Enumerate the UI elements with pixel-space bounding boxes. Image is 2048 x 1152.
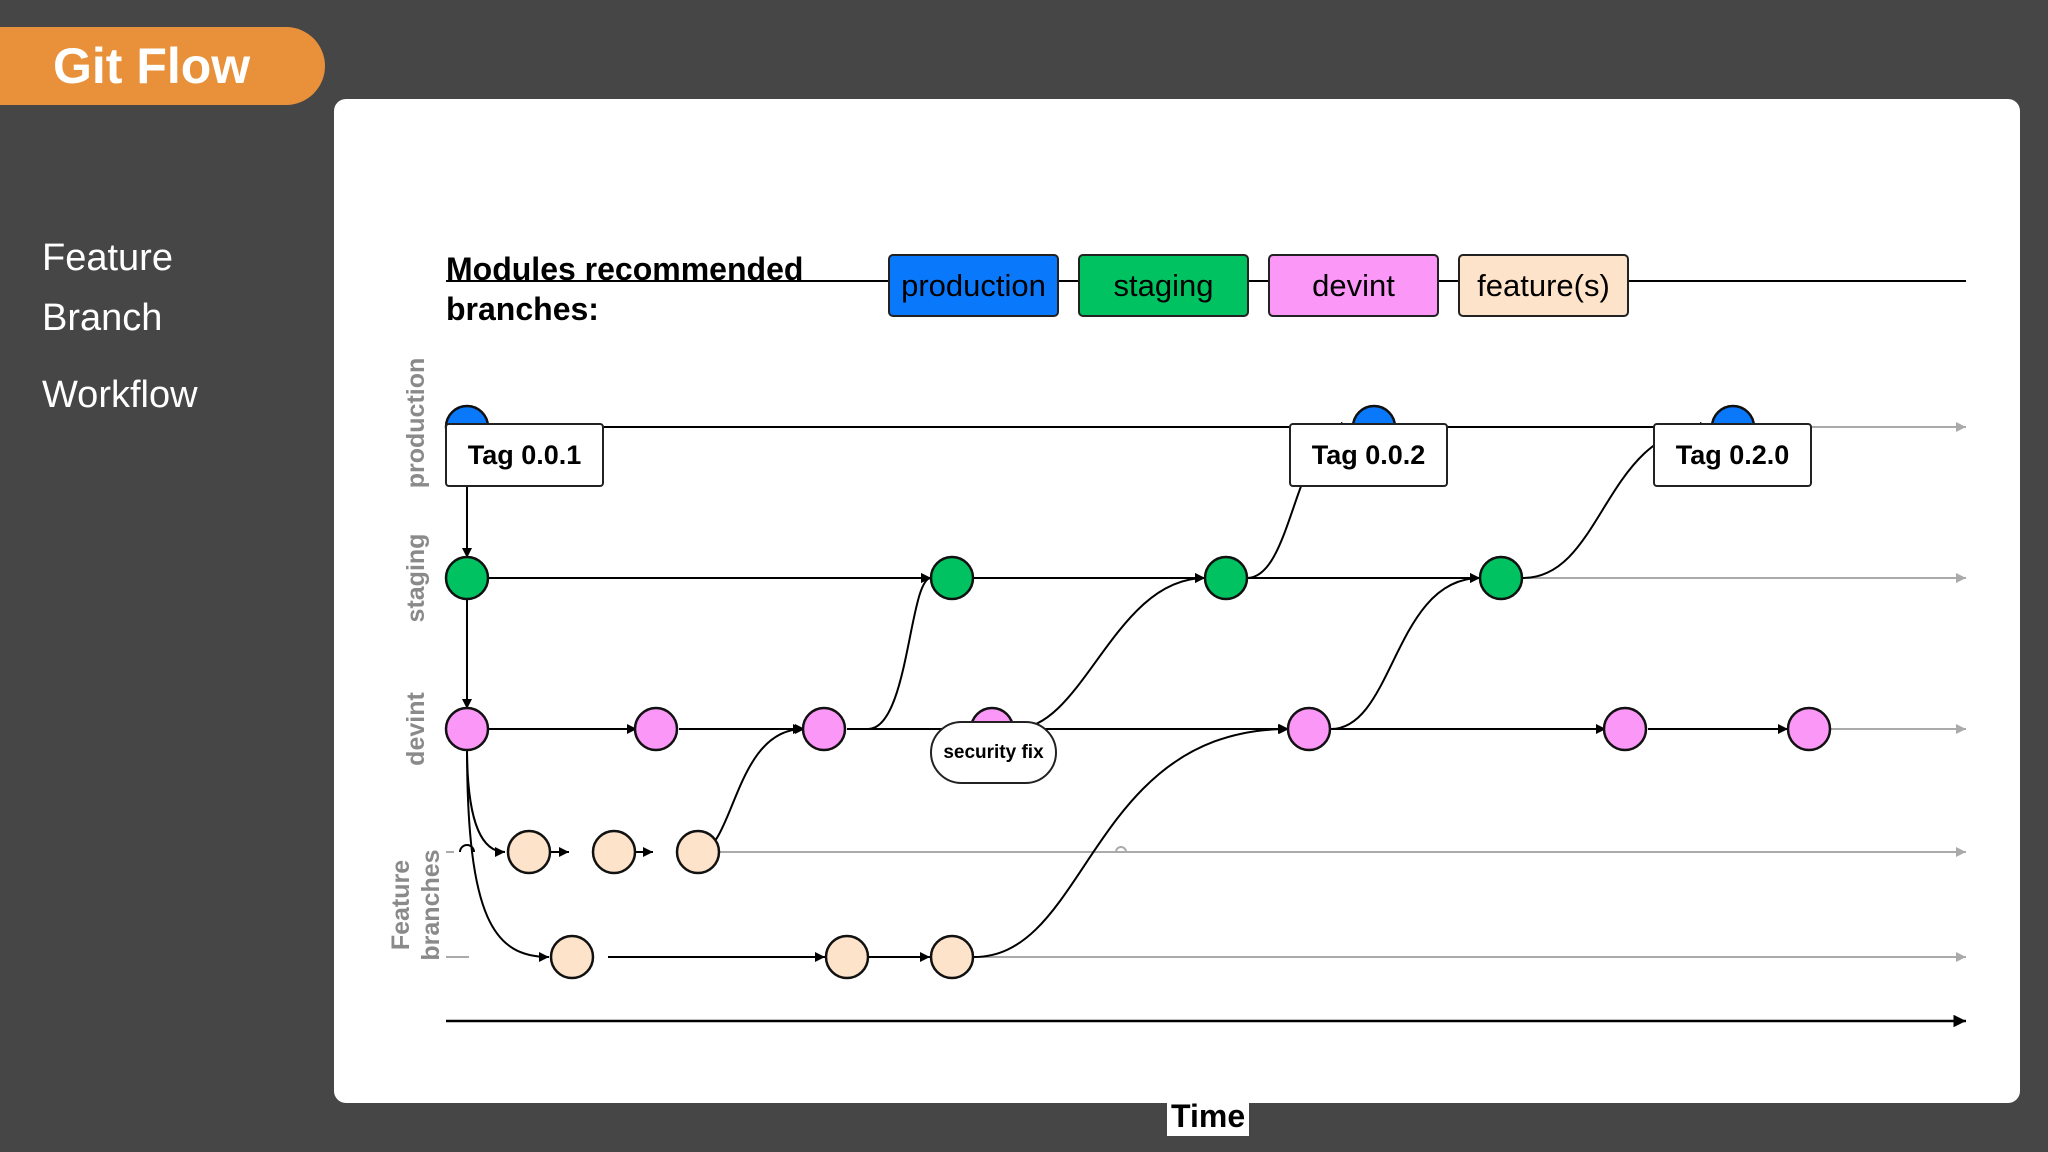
lane-label-production: production — [402, 357, 430, 489]
commit-node — [549, 934, 595, 980]
legend-production: production — [888, 254, 1059, 317]
security-fix-label: security fix — [930, 721, 1057, 784]
lane-label-devint: devint — [402, 692, 430, 766]
commit-node — [444, 555, 490, 601]
commit-node — [1286, 706, 1332, 752]
commit-node — [444, 706, 490, 752]
feature-commits — [506, 829, 975, 980]
sidebar-item-branch: Branch — [42, 297, 163, 339]
diagram-panel: Modules recommended branches: production… — [334, 99, 2020, 1136]
tag-label: Tag 0.0.1 — [445, 423, 604, 487]
legend-devint: devint — [1268, 254, 1439, 317]
tag-label: Tag 0.2.0 — [1653, 423, 1812, 487]
commit-node — [1786, 706, 1832, 752]
crossing-hops — [459, 844, 1127, 853]
devint-commits — [444, 706, 1832, 752]
legend-heading: Modules recommended branches: — [446, 251, 804, 327]
time-axis-label: Time — [1167, 1096, 1250, 1136]
commit-connections — [462, 422, 1788, 962]
commit-node — [824, 934, 870, 980]
commit-node — [1602, 706, 1648, 752]
commit-node — [929, 934, 975, 980]
commit-node — [591, 829, 637, 875]
sidebar-item-feature: Feature — [42, 237, 173, 279]
sidebar-nav: Feature Branch Workflow — [42, 228, 198, 425]
sidebar-item-workflow: Workflow — [42, 374, 198, 416]
lane-label-feature: Feature branches — [387, 849, 445, 961]
git-flow-diagram — [444, 280, 1966, 1028]
commit-node — [633, 706, 679, 752]
lane-label-staging: staging — [402, 533, 430, 623]
git-flow-title: Git Flow — [0, 27, 325, 105]
commit-node — [1203, 555, 1249, 601]
commit-node — [929, 555, 975, 601]
legend-staging: staging — [1078, 254, 1249, 317]
lane-continuations — [446, 422, 1966, 962]
commit-node — [1478, 555, 1524, 601]
commit-node — [801, 706, 847, 752]
commit-node — [506, 829, 552, 875]
tag-label: Tag 0.0.2 — [1289, 423, 1448, 487]
legend-features: feature(s) — [1458, 254, 1629, 317]
staging-commits — [444, 555, 1524, 601]
commit-node — [675, 829, 721, 875]
